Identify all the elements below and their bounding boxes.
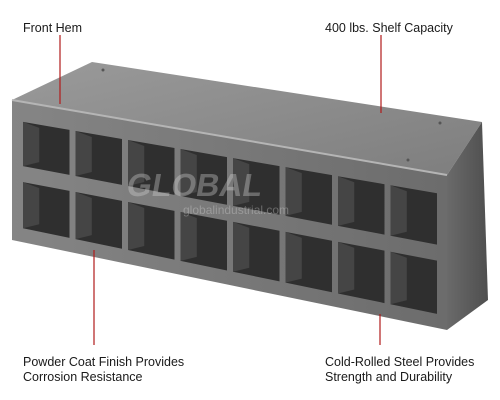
- shelf-capacity-label: 400 lbs. Shelf Capacity: [325, 21, 453, 35]
- watermark: GLOBAL globalindustrial.com: [124, 167, 289, 217]
- rivet: [438, 121, 442, 125]
- front-hem-label: Front Hem: [23, 21, 83, 35]
- cubby-divider-shade: [180, 211, 197, 261]
- cubby-divider-shade: [285, 167, 302, 216]
- cold-rolled-label-line2: Strength and Durability: [325, 370, 453, 384]
- powder-coat-label-line2: Corrosion Resistance: [23, 370, 143, 384]
- powder-coat-label-line1: Powder Coat Finish Provides: [23, 355, 185, 369]
- cubby-divider-shade: [75, 192, 92, 240]
- cubby-divider-shade: [128, 140, 145, 186]
- front-hem-edge: [11, 99, 448, 176]
- cubby-divider-shade: [180, 149, 197, 196]
- cubby-divider-shade: [233, 158, 250, 206]
- rivet: [406, 158, 410, 162]
- cubby-grid: [23, 121, 437, 314]
- cubby-divider-shade: [233, 221, 250, 272]
- watermark-brand: GLOBAL: [124, 167, 265, 203]
- cubby-divider-shade: [75, 130, 92, 177]
- cold-rolled-label-line1: Cold-Rolled Steel Provides: [325, 355, 475, 369]
- cold-rolled-callout: Cold-Rolled Steel Provides Strength and …: [325, 355, 474, 385]
- cubby-divider-shade: [338, 241, 355, 294]
- shelf-capacity-callout: 400 lbs. Shelf Capacity: [325, 21, 453, 36]
- cubby-divider-shade: [390, 251, 407, 305]
- cubby-divider-shade: [285, 231, 302, 283]
- cubby-divider-shade: [338, 176, 355, 226]
- cubby-divider-shade: [23, 182, 40, 229]
- powder-coat-callout: Powder Coat Finish Provides Corrosion Re…: [23, 355, 184, 385]
- cubby-divider-shade: [23, 121, 40, 167]
- top-panel: [12, 62, 482, 175]
- side-panel: [447, 122, 488, 330]
- cubby-divider-shade: [390, 185, 407, 236]
- rivet: [101, 68, 105, 72]
- watermark-site: globalindustrial.com: [183, 203, 289, 217]
- front-hem-callout: Front Hem: [23, 21, 82, 36]
- cubby-divider-shade: [128, 202, 145, 250]
